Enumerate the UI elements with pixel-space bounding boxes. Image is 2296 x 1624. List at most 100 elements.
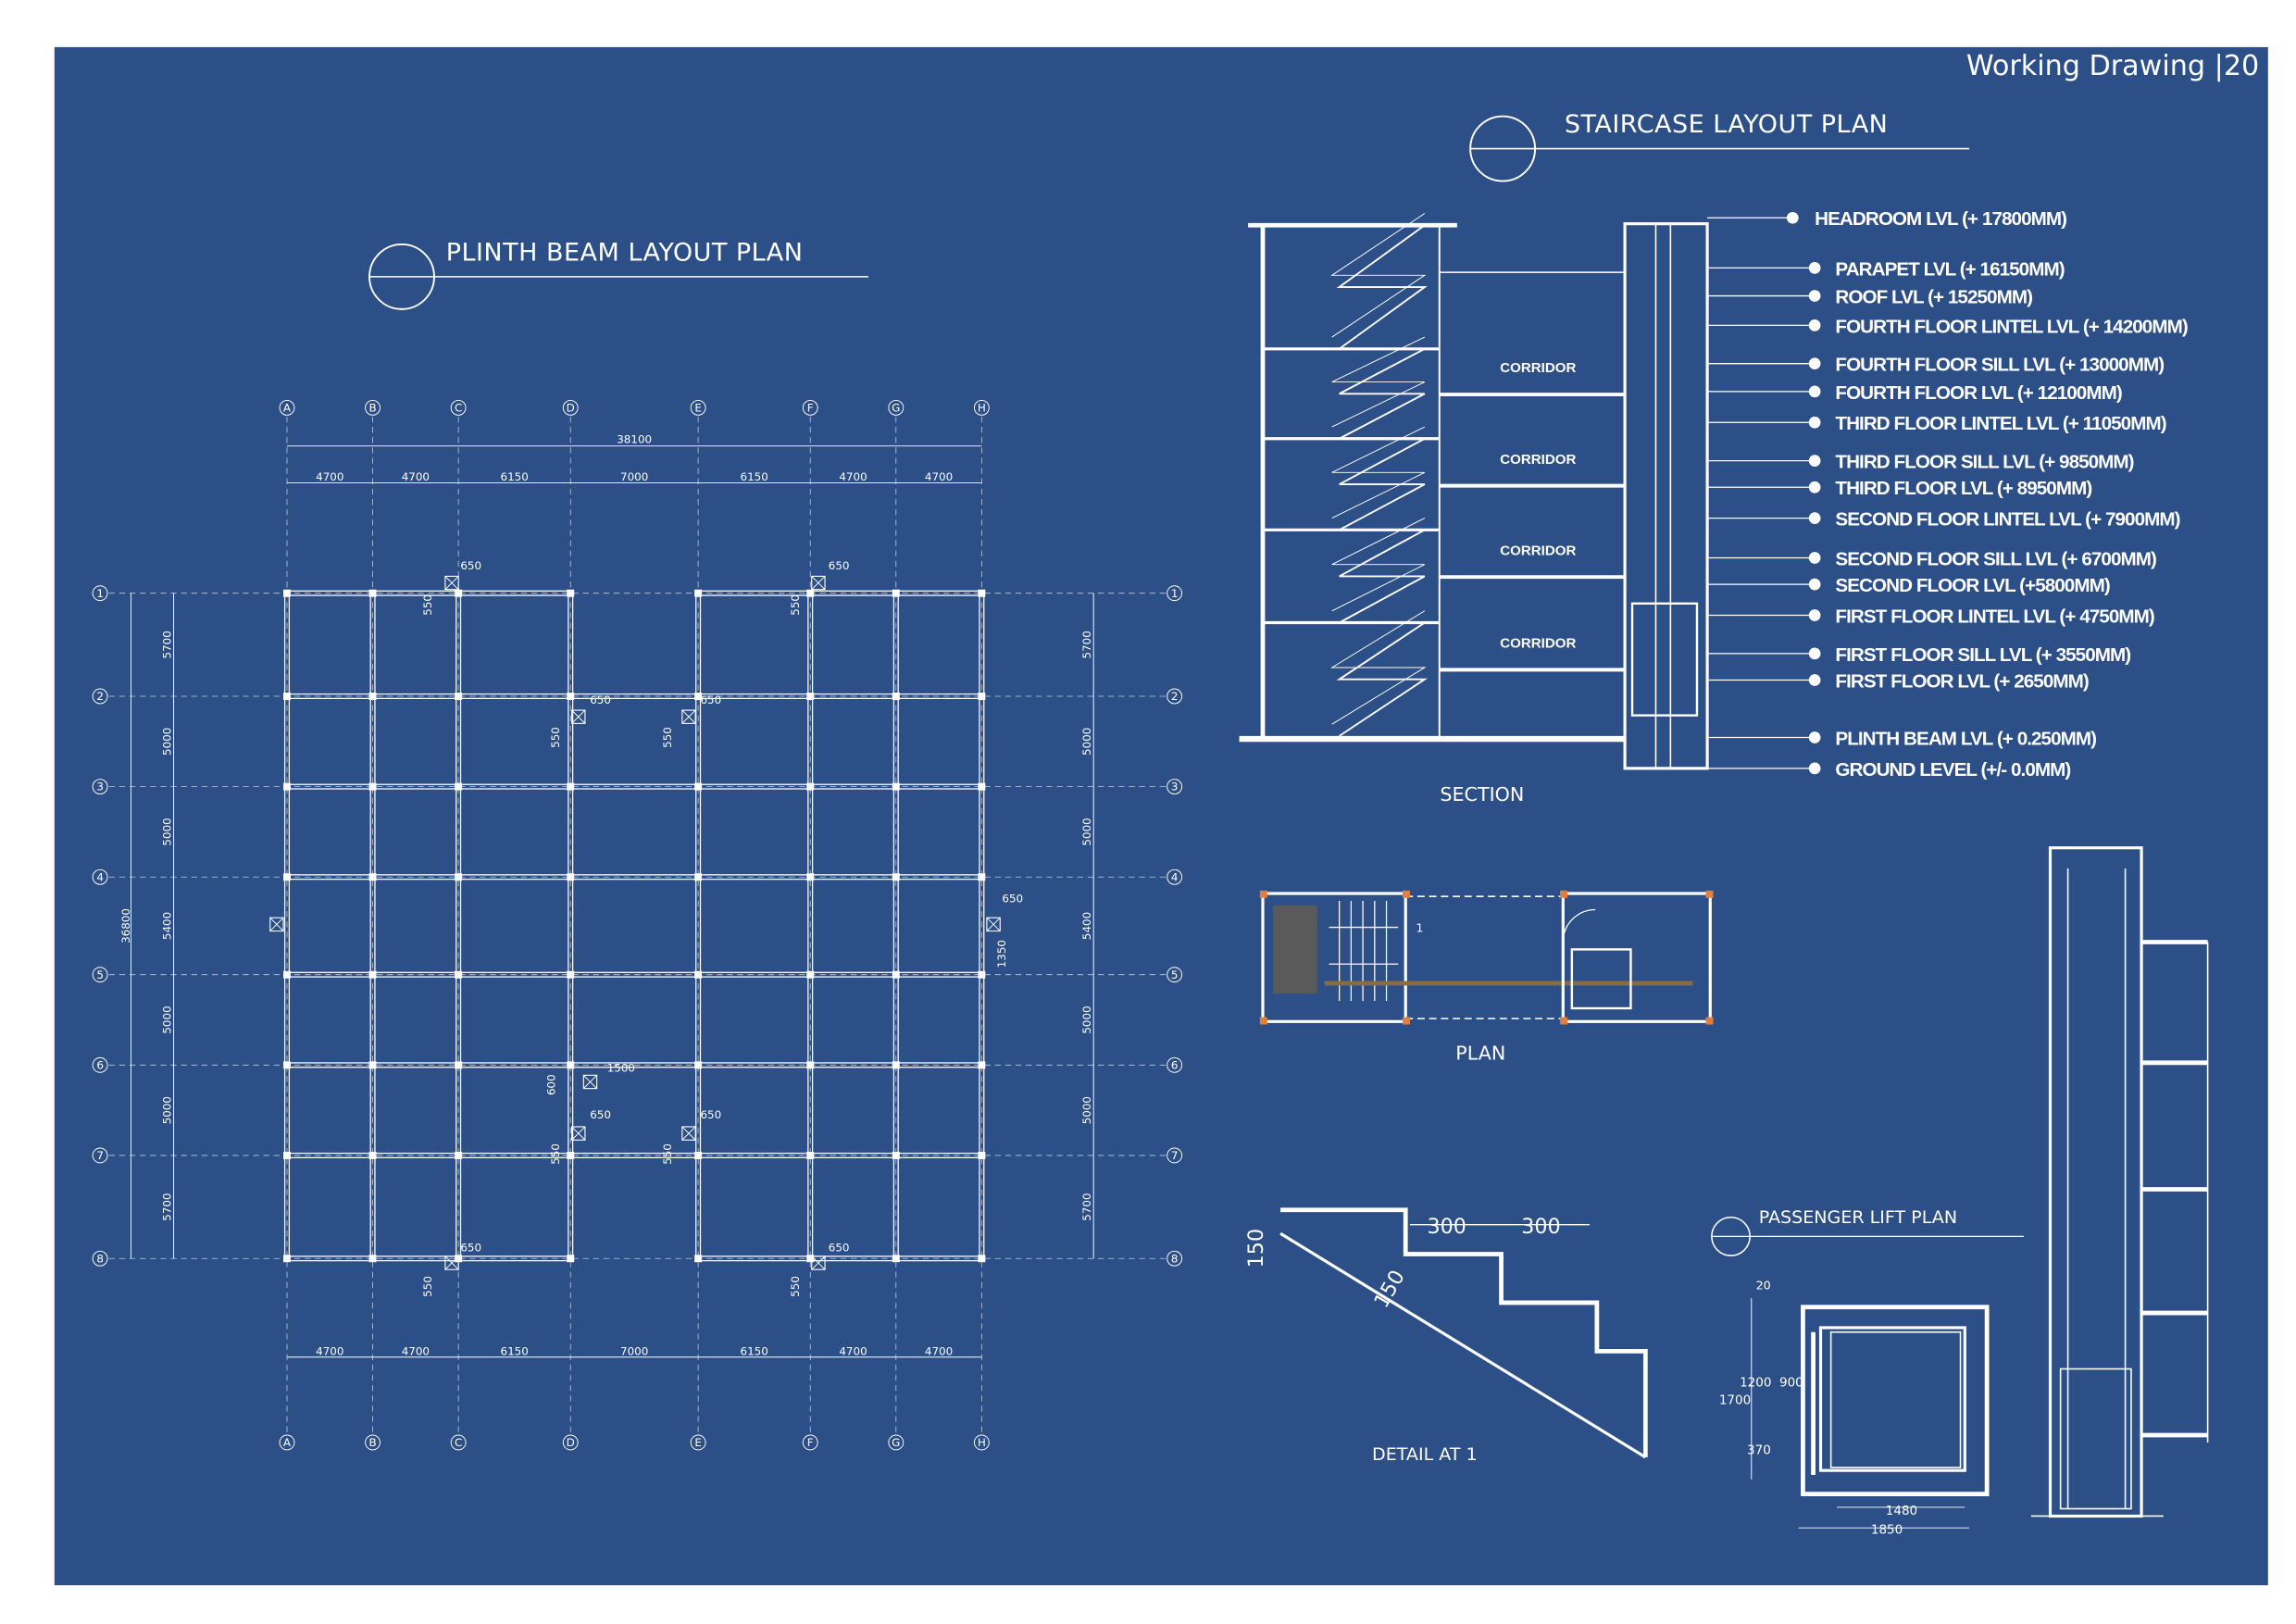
beam-annotation: 650 <box>829 1241 850 1254</box>
lift-shaft-section <box>2030 846 2209 1518</box>
grid-label-C: C <box>455 1436 462 1449</box>
column-node <box>892 782 900 791</box>
grid-bubble <box>365 399 381 416</box>
column-node <box>567 970 575 979</box>
column-node <box>694 782 703 791</box>
beam-annotation: 550 <box>661 1143 674 1165</box>
staircase-title-block: STAIRCASE LAYOUT PLAN <box>1469 110 1970 182</box>
beam-annotation: 650 <box>590 1108 611 1121</box>
grid-label-D: D <box>567 402 575 415</box>
column-node <box>892 873 900 881</box>
column-stub-cross <box>269 917 284 931</box>
grid-label-B: B <box>368 402 376 415</box>
column-stub <box>582 1074 598 1090</box>
beam-annotation: 550 <box>549 1143 562 1165</box>
lift-car-plan <box>1570 948 1632 1010</box>
row-span-dimension: 5400 <box>160 912 173 940</box>
grid-bubble <box>1167 1147 1183 1164</box>
level-marker-icon <box>1808 261 1821 274</box>
column-span-dimension: 4700 <box>839 1344 867 1357</box>
plan-marker: 1 <box>1416 920 1423 934</box>
grid-bubble <box>365 1434 381 1451</box>
grid-label-8: 8 <box>96 1252 104 1265</box>
level-label: THIRD FLOOR LINTEL LVL (+ 11050MM) <box>1835 413 2165 434</box>
level-marker-icon <box>1786 211 1799 224</box>
level-marker-icon <box>1808 512 1821 524</box>
grid-bubble <box>92 1056 108 1073</box>
passenger-lift-plan <box>1711 1216 2024 1529</box>
staircase-plan <box>1259 890 1714 1025</box>
column-span-dimension: 4700 <box>925 1344 953 1357</box>
row-span-dimension: 5700 <box>160 1193 173 1220</box>
grid-label-1: 1 <box>1171 587 1179 600</box>
column-node <box>978 1255 986 1263</box>
grid-label-3: 3 <box>1171 781 1179 793</box>
beam-annotation: 550 <box>789 594 802 616</box>
column-node <box>283 1255 291 1263</box>
grid-bubble <box>888 1434 905 1451</box>
column-node <box>806 1255 815 1263</box>
row-span-dimension: 5000 <box>1080 818 1093 845</box>
level-label: FOURTH FLOOR SILL LVL (+ 13000MM) <box>1835 355 2164 376</box>
grid-bubble <box>562 399 579 416</box>
stair-flight <box>1339 347 1426 440</box>
grid-label-7: 7 <box>1171 1149 1179 1162</box>
level-marker-icon <box>1808 578 1821 591</box>
column-node <box>806 782 815 791</box>
level-label: SECOND FLOOR LVL (+5800MM) <box>1835 575 2109 596</box>
row-span-dimension: 5700 <box>160 631 173 658</box>
grid-label-H: H <box>978 402 986 415</box>
lift-plan-box <box>1561 892 1712 1023</box>
grid-label-A: A <box>283 402 292 415</box>
staircase-plan-title: STAIRCASE LAYOUT PLAN <box>1565 110 1888 139</box>
column-node <box>892 589 900 597</box>
waist-slab <box>1279 1231 1647 1459</box>
column-node <box>806 1061 815 1069</box>
level-marker-icon <box>1808 357 1821 370</box>
grid-bubble <box>92 688 108 705</box>
column-node <box>806 589 815 597</box>
grid-bubble <box>1167 967 1183 983</box>
level-marker-icon <box>1808 731 1821 743</box>
grid-label-C: C <box>455 402 462 415</box>
level-label: THIRD FLOOR LVL (+ 8950MM) <box>1835 478 2091 499</box>
plinth-plan-title: PLINTH BEAM LAYOUT PLAN <box>446 238 804 267</box>
column-stub <box>681 1126 696 1141</box>
grid-label-H: H <box>978 1436 986 1449</box>
stair-flight <box>1339 437 1426 531</box>
column-node <box>892 970 900 979</box>
grid-label-D: D <box>567 1436 575 1449</box>
column-node <box>567 873 575 881</box>
dim-900: 900 <box>1779 1376 1803 1391</box>
grid-label-6: 6 <box>96 1058 104 1071</box>
column-span-dimension: 4700 <box>925 470 953 483</box>
column-stub <box>986 917 1001 932</box>
grid-bubble <box>802 399 818 416</box>
column-node <box>892 1255 900 1263</box>
grid-label-4: 4 <box>1171 870 1179 883</box>
grid-bubble <box>973 399 990 416</box>
beam-annotation: 1350 <box>995 940 1008 968</box>
column-node <box>806 873 815 881</box>
corridor-label: CORRIDOR <box>1500 543 1576 558</box>
beam-annotation: 650 <box>1002 893 1023 906</box>
stair-railing <box>1330 610 1427 725</box>
grid-label-F: F <box>807 1436 814 1449</box>
landing-fill <box>1273 905 1317 994</box>
grid-bubble <box>92 1147 108 1164</box>
lift-shaft <box>1623 222 1709 770</box>
column-stub-cross <box>681 1126 696 1141</box>
tread-dimension: 300 <box>1521 1215 1560 1239</box>
column-node <box>567 782 575 791</box>
level-marker-icon <box>1808 609 1821 621</box>
column-node <box>694 693 703 700</box>
beam-annotation: 550 <box>549 727 562 748</box>
column-stub-cross <box>681 709 696 724</box>
level-label: HEADROOM LVL (+ 17800MM) <box>1815 208 2066 230</box>
grid-bubble <box>1167 1250 1183 1267</box>
level-marker-icon <box>1808 552 1821 564</box>
grid-bubble <box>690 399 706 416</box>
column-node <box>978 693 986 700</box>
grid-bubble <box>92 868 108 885</box>
grid-bubble <box>450 1434 467 1451</box>
